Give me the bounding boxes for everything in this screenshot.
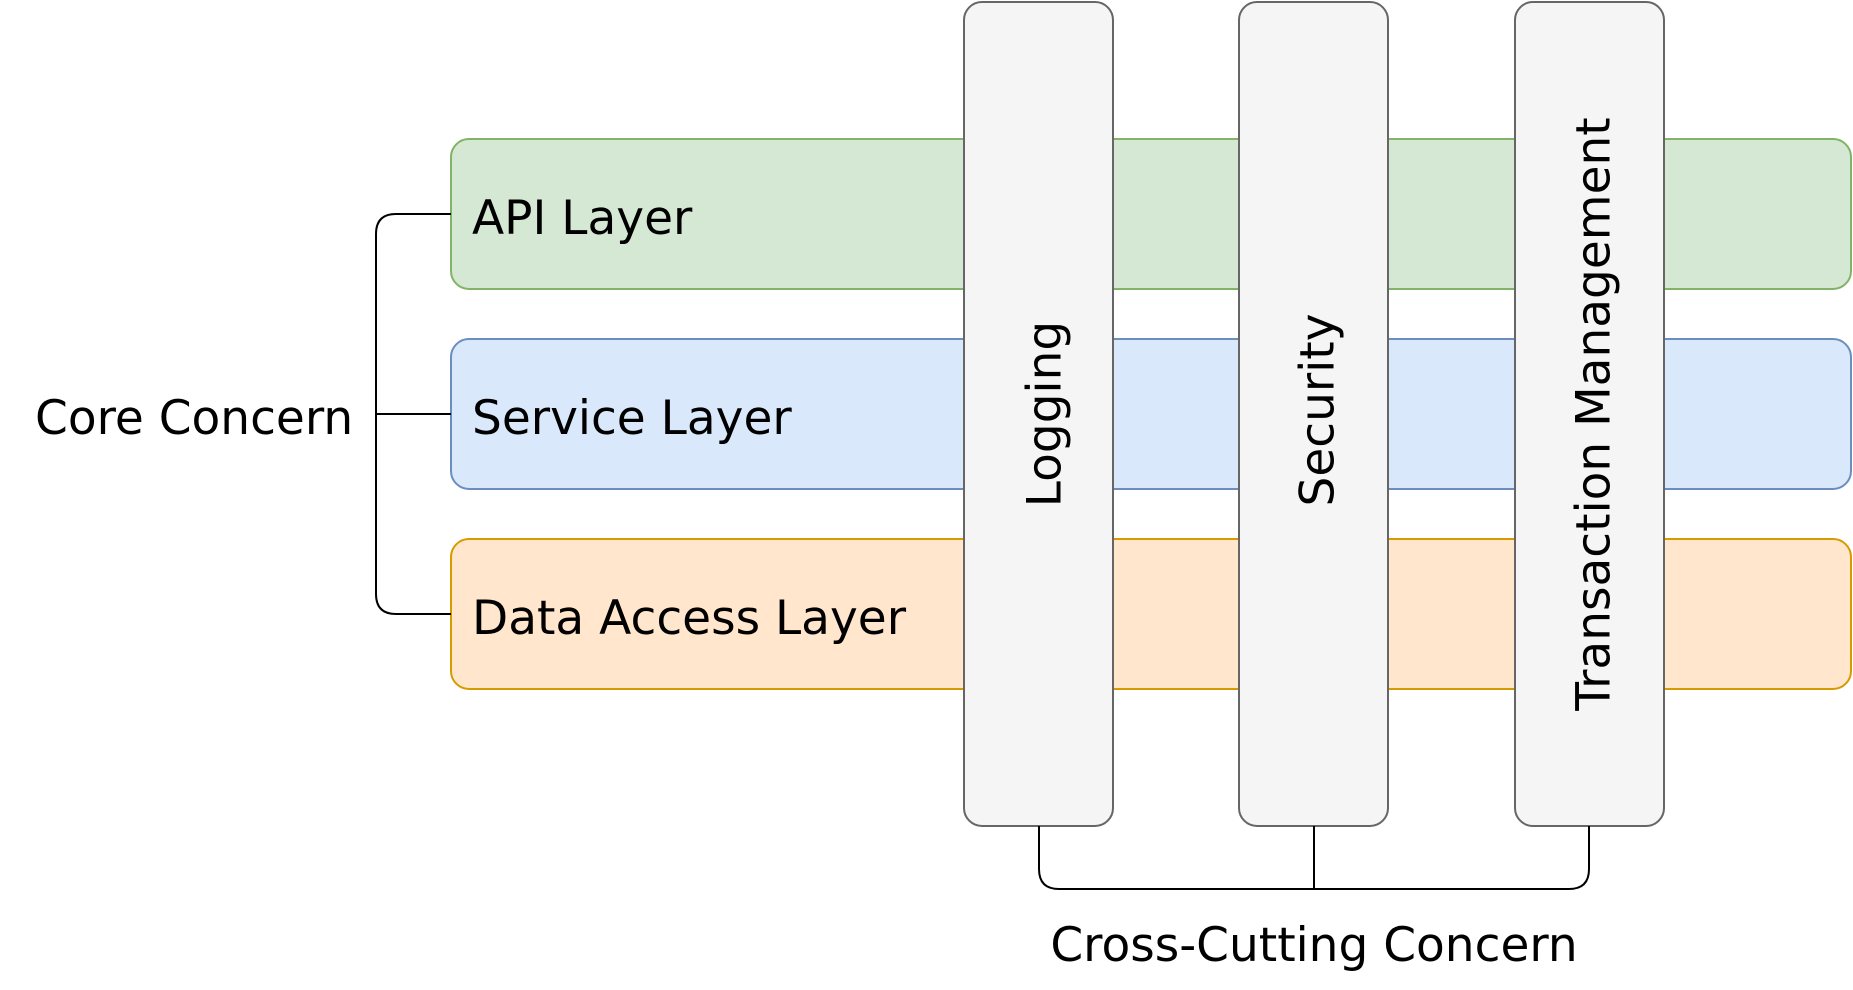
data-access-layer-label: Data Access Layer xyxy=(472,591,907,646)
logging-label: Logging xyxy=(1018,321,1073,507)
core-concern-bracket xyxy=(375,213,451,615)
aspect-labels: Logging Security Transaction Management xyxy=(1018,117,1622,711)
transaction-management-label: Transaction Management xyxy=(1567,117,1622,711)
layer-stack xyxy=(450,138,1852,690)
cross-cutting-concern-label: Cross-Cutting Concern xyxy=(1050,918,1577,973)
core-concern-label: Core Concern xyxy=(35,391,353,446)
security-label: Security xyxy=(1291,313,1346,506)
api-layer-label: API Layer xyxy=(472,191,693,246)
service-layer-label: Service Layer xyxy=(472,391,792,446)
cross-cutting-bracket xyxy=(1038,826,1590,890)
layer-labels: API Layer Service Layer Data Access Laye… xyxy=(472,191,907,646)
